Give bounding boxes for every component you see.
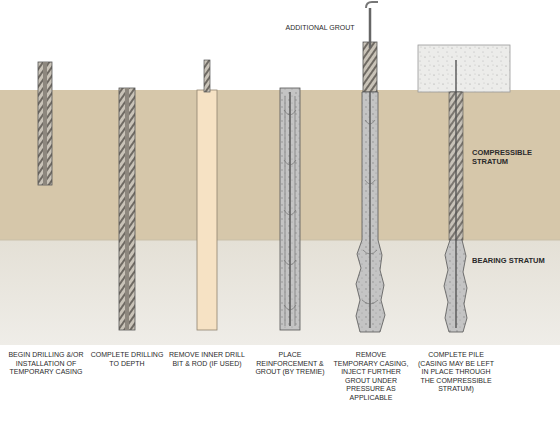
stage-caption: BEGIN DRILLING &/OR INSTALLATION OF TEMP… — [4, 351, 88, 377]
stage-caption: PLACE REINFORCEMENT & GROUT (BY TREMIE) — [250, 351, 330, 377]
stratum-label: COMPRESSIBLE STRATUM — [472, 148, 552, 166]
stage-6 — [418, 45, 510, 332]
stage-5 — [356, 2, 385, 332]
stage-caption: COMPLETE DRILLING TO DEPTH — [90, 351, 164, 368]
stage-1 — [38, 62, 52, 185]
stage-caption: REMOVE TEMPORARY CASING, INJECT FURTHER … — [333, 351, 409, 402]
stage-3 — [197, 60, 217, 330]
pile-cap — [418, 45, 510, 92]
stratum-label: BEARING STRATUM — [472, 256, 552, 265]
stage-2 — [119, 88, 135, 330]
callout-label: ADDITIONAL GROUT — [275, 24, 365, 33]
stage-caption: REMOVE INNER DRILL BIT & ROD (IF USED) — [168, 351, 246, 368]
stage-4 — [280, 88, 300, 330]
stage-caption: COMPLETE PILE (CASING MAY BE LEFT IN PLA… — [414, 351, 498, 394]
